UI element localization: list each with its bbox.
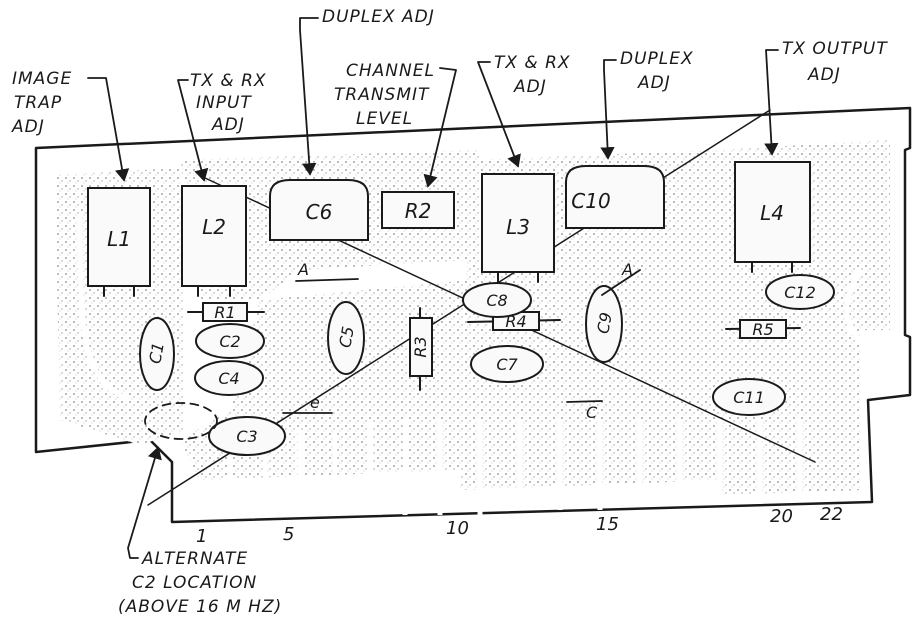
- callout-text: ADJ: [807, 65, 841, 85]
- callout-text: TRANSMIT: [334, 85, 430, 105]
- capacitor-c4: C4: [194, 360, 264, 396]
- board-outline: [34, 106, 912, 524]
- pin-1: 1: [196, 526, 207, 547]
- r4-label: R4: [505, 312, 526, 331]
- pin-20: 20: [770, 506, 793, 527]
- r5-label: R5: [752, 320, 773, 339]
- callout-text: TX OUTPUT: [782, 39, 888, 59]
- c1-label: C1: [145, 341, 167, 365]
- capacitor-c9: C9: [585, 285, 623, 363]
- callout-text: LEVEL: [356, 109, 413, 129]
- callout-text: (ABOVE 16 M HZ): [118, 597, 282, 617]
- pin-15: 15: [596, 514, 619, 535]
- callout-text: TX & RX: [494, 53, 571, 73]
- c6-label: C6: [306, 200, 333, 224]
- marker-a1-label: A: [297, 260, 309, 279]
- l2-label: L2: [202, 215, 226, 239]
- c2-label: C2: [219, 332, 240, 351]
- c7-label: C7: [496, 355, 518, 374]
- r3-label: R3: [411, 336, 430, 357]
- callout-image-trap: IMAGE TRAP ADJ: [11, 69, 72, 137]
- pin-22: 22: [820, 504, 843, 525]
- callout-text: ALTERNATE: [141, 549, 248, 569]
- callout-duplex-adj-2: DUPLEX ADJ: [620, 49, 694, 93]
- callout-text: C2 LOCATION: [132, 573, 257, 593]
- c9-label: C9: [593, 311, 615, 335]
- callout-tx-output: TX OUTPUT ADJ: [782, 39, 888, 85]
- callout-text: DUPLEX ADJ: [322, 7, 435, 27]
- callout-text: DUPLEX: [620, 49, 694, 69]
- capacitor-c1: C1: [139, 317, 175, 391]
- marker-a1-line: [295, 278, 359, 282]
- callout-text: CHANNEL: [346, 61, 435, 81]
- callout-leaders: [87, 17, 779, 559]
- alternate-c2-outline: [144, 402, 218, 440]
- capacitor-c11: C11: [712, 378, 786, 416]
- callout-alternate-c2: ALTERNATE C2 LOCATION (ABOVE 16 M HZ): [118, 549, 282, 617]
- c4-label: C4: [218, 369, 239, 388]
- callout-text: ADJ: [11, 117, 45, 137]
- callout-text: ADJ: [513, 77, 547, 97]
- pin-numbers: 1 5 10 15 20 22: [196, 504, 843, 547]
- resistor-r2: R2: [381, 191, 455, 229]
- callout-text: TX & RX: [190, 71, 267, 91]
- c3-label: C3: [236, 427, 257, 446]
- capacitor-c6: C6: [269, 179, 369, 241]
- callout-tx-rx-input: TX & RX INPUT ADJ: [190, 71, 267, 135]
- capacitor-c5: C5: [327, 301, 365, 375]
- l3-label: L3: [506, 215, 530, 239]
- callout-tx-rx-adj: TX & RX ADJ: [494, 53, 571, 97]
- resistor-r5: R5: [725, 319, 801, 339]
- pin-5: 5: [283, 524, 294, 545]
- capacitor-c12: C12: [765, 274, 835, 310]
- callout-channel-transmit: CHANNEL TRANSMIT LEVEL: [334, 61, 435, 129]
- capacitor-c3: C3: [208, 416, 286, 456]
- capacitor-c8: C8: [462, 282, 532, 318]
- c5-label: C5: [335, 325, 357, 349]
- r1-label: R1: [214, 303, 235, 322]
- callout-duplex-adj-1: DUPLEX ADJ: [322, 7, 435, 27]
- capacitor-c10: C10: [565, 165, 665, 229]
- capacitor-c2: C2: [195, 323, 265, 359]
- callout-text: ADJ: [211, 115, 245, 135]
- coil-l4: L4: [734, 161, 811, 273]
- resistor-r1: R1: [187, 302, 265, 322]
- capacitor-c7: C7: [470, 345, 544, 383]
- c10-label: C10: [571, 189, 610, 213]
- coil-l1: L1: [87, 187, 151, 297]
- marker-c-line: [566, 400, 603, 403]
- pin-10: 10: [446, 518, 469, 539]
- coil-l3: L3: [481, 173, 555, 283]
- c12-label: C12: [784, 283, 816, 302]
- callout-text: ADJ: [637, 73, 671, 93]
- callout-text: INPUT: [196, 93, 252, 113]
- c8-label: C8: [486, 291, 507, 310]
- coil-l2: L2: [181, 185, 247, 297]
- marker-e-label: e: [310, 393, 320, 412]
- r2-label: R2: [405, 199, 432, 223]
- callout-text: IMAGE: [12, 69, 72, 89]
- marker-c-label: C: [586, 403, 598, 422]
- resistor-r3: R3: [409, 307, 433, 391]
- callout-text: TRAP: [14, 93, 62, 113]
- l4-label: L4: [760, 201, 784, 225]
- marker-a2-label: A: [621, 260, 633, 279]
- c11-label: C11: [733, 388, 765, 407]
- l1-label: L1: [107, 227, 131, 251]
- marker-a2-line: [601, 269, 641, 296]
